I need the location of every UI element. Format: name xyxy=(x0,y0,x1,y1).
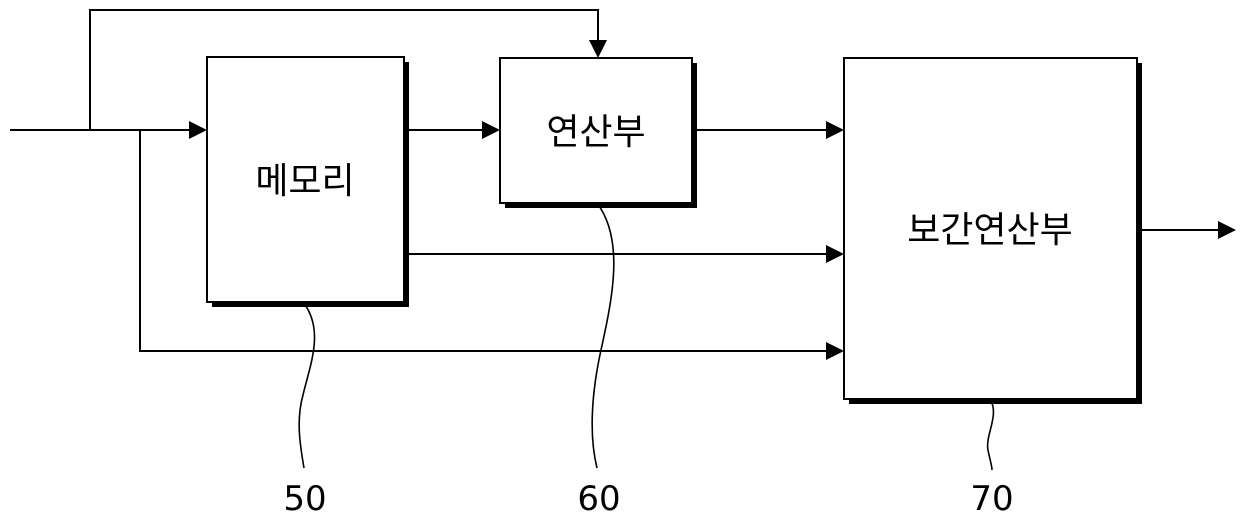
operation-unit-reference-leader xyxy=(592,203,614,468)
operation-to-interpolation-arrowhead xyxy=(826,121,844,139)
memory-reference-number: 50 xyxy=(283,479,326,517)
operation-unit-block: 연산부 xyxy=(500,58,697,208)
interpolation-unit-label: 보간연산부 xyxy=(907,210,1073,251)
operation-unit-label: 연산부 xyxy=(546,112,645,153)
bypass-top-arrowhead xyxy=(589,40,607,58)
interpolation-unit-reference-number: 70 xyxy=(970,479,1013,517)
operation-unit-reference-number: 60 xyxy=(577,479,620,517)
input-arrowhead xyxy=(189,121,207,139)
bypass-bottom-arrowhead xyxy=(826,342,844,360)
memory-to-operation-arrowhead xyxy=(482,121,500,139)
output-arrowhead xyxy=(1218,221,1236,239)
memory-label: 메모리 xyxy=(255,161,354,202)
memory-block: 메모리 xyxy=(207,57,409,307)
memory-reference-leader xyxy=(299,302,314,468)
interpolation-unit-reference-leader xyxy=(988,399,994,470)
memory-to-interpolation-arrowhead xyxy=(826,245,844,263)
interpolation-unit-block: 보간연산부 xyxy=(844,58,1142,404)
